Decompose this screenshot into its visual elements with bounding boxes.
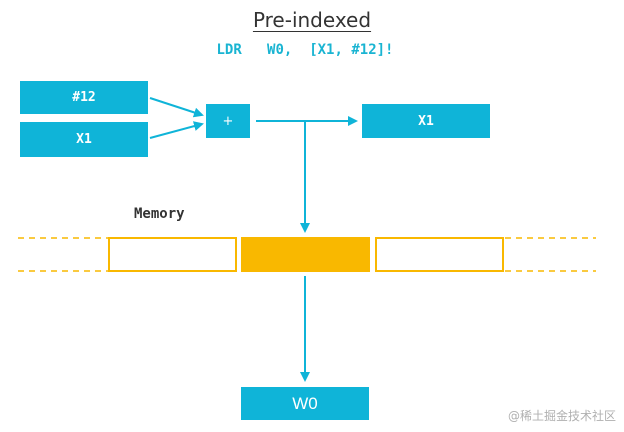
writeback-register-label: X1 xyxy=(418,113,434,129)
immediate-label: #12 xyxy=(72,90,96,105)
adder-box: + xyxy=(206,104,250,138)
writeback-register-box: X1 xyxy=(362,104,490,138)
memory-cell-left xyxy=(108,237,237,272)
destination-register-box: W0 xyxy=(241,387,369,420)
memory-rails xyxy=(18,237,596,272)
memory-label: Memory xyxy=(134,206,185,222)
memory-cell-right xyxy=(375,237,504,272)
destination-register-label: W0 xyxy=(292,393,318,413)
arrow-imm-to-plus xyxy=(149,97,204,118)
base-register-label: X1 xyxy=(76,132,92,147)
adder-label: + xyxy=(222,113,234,129)
diagram-title: Pre-indexed xyxy=(252,8,372,32)
base-register-box: X1 xyxy=(20,122,148,157)
instruction-text: LDR W0, [X1, #12]! xyxy=(216,42,394,58)
immediate-box: #12 xyxy=(20,81,148,114)
watermark-text: @稀土掘金技术社区 xyxy=(507,409,616,423)
arrow-base-to-plus xyxy=(149,121,204,139)
memory-cell-accessed xyxy=(241,237,370,272)
